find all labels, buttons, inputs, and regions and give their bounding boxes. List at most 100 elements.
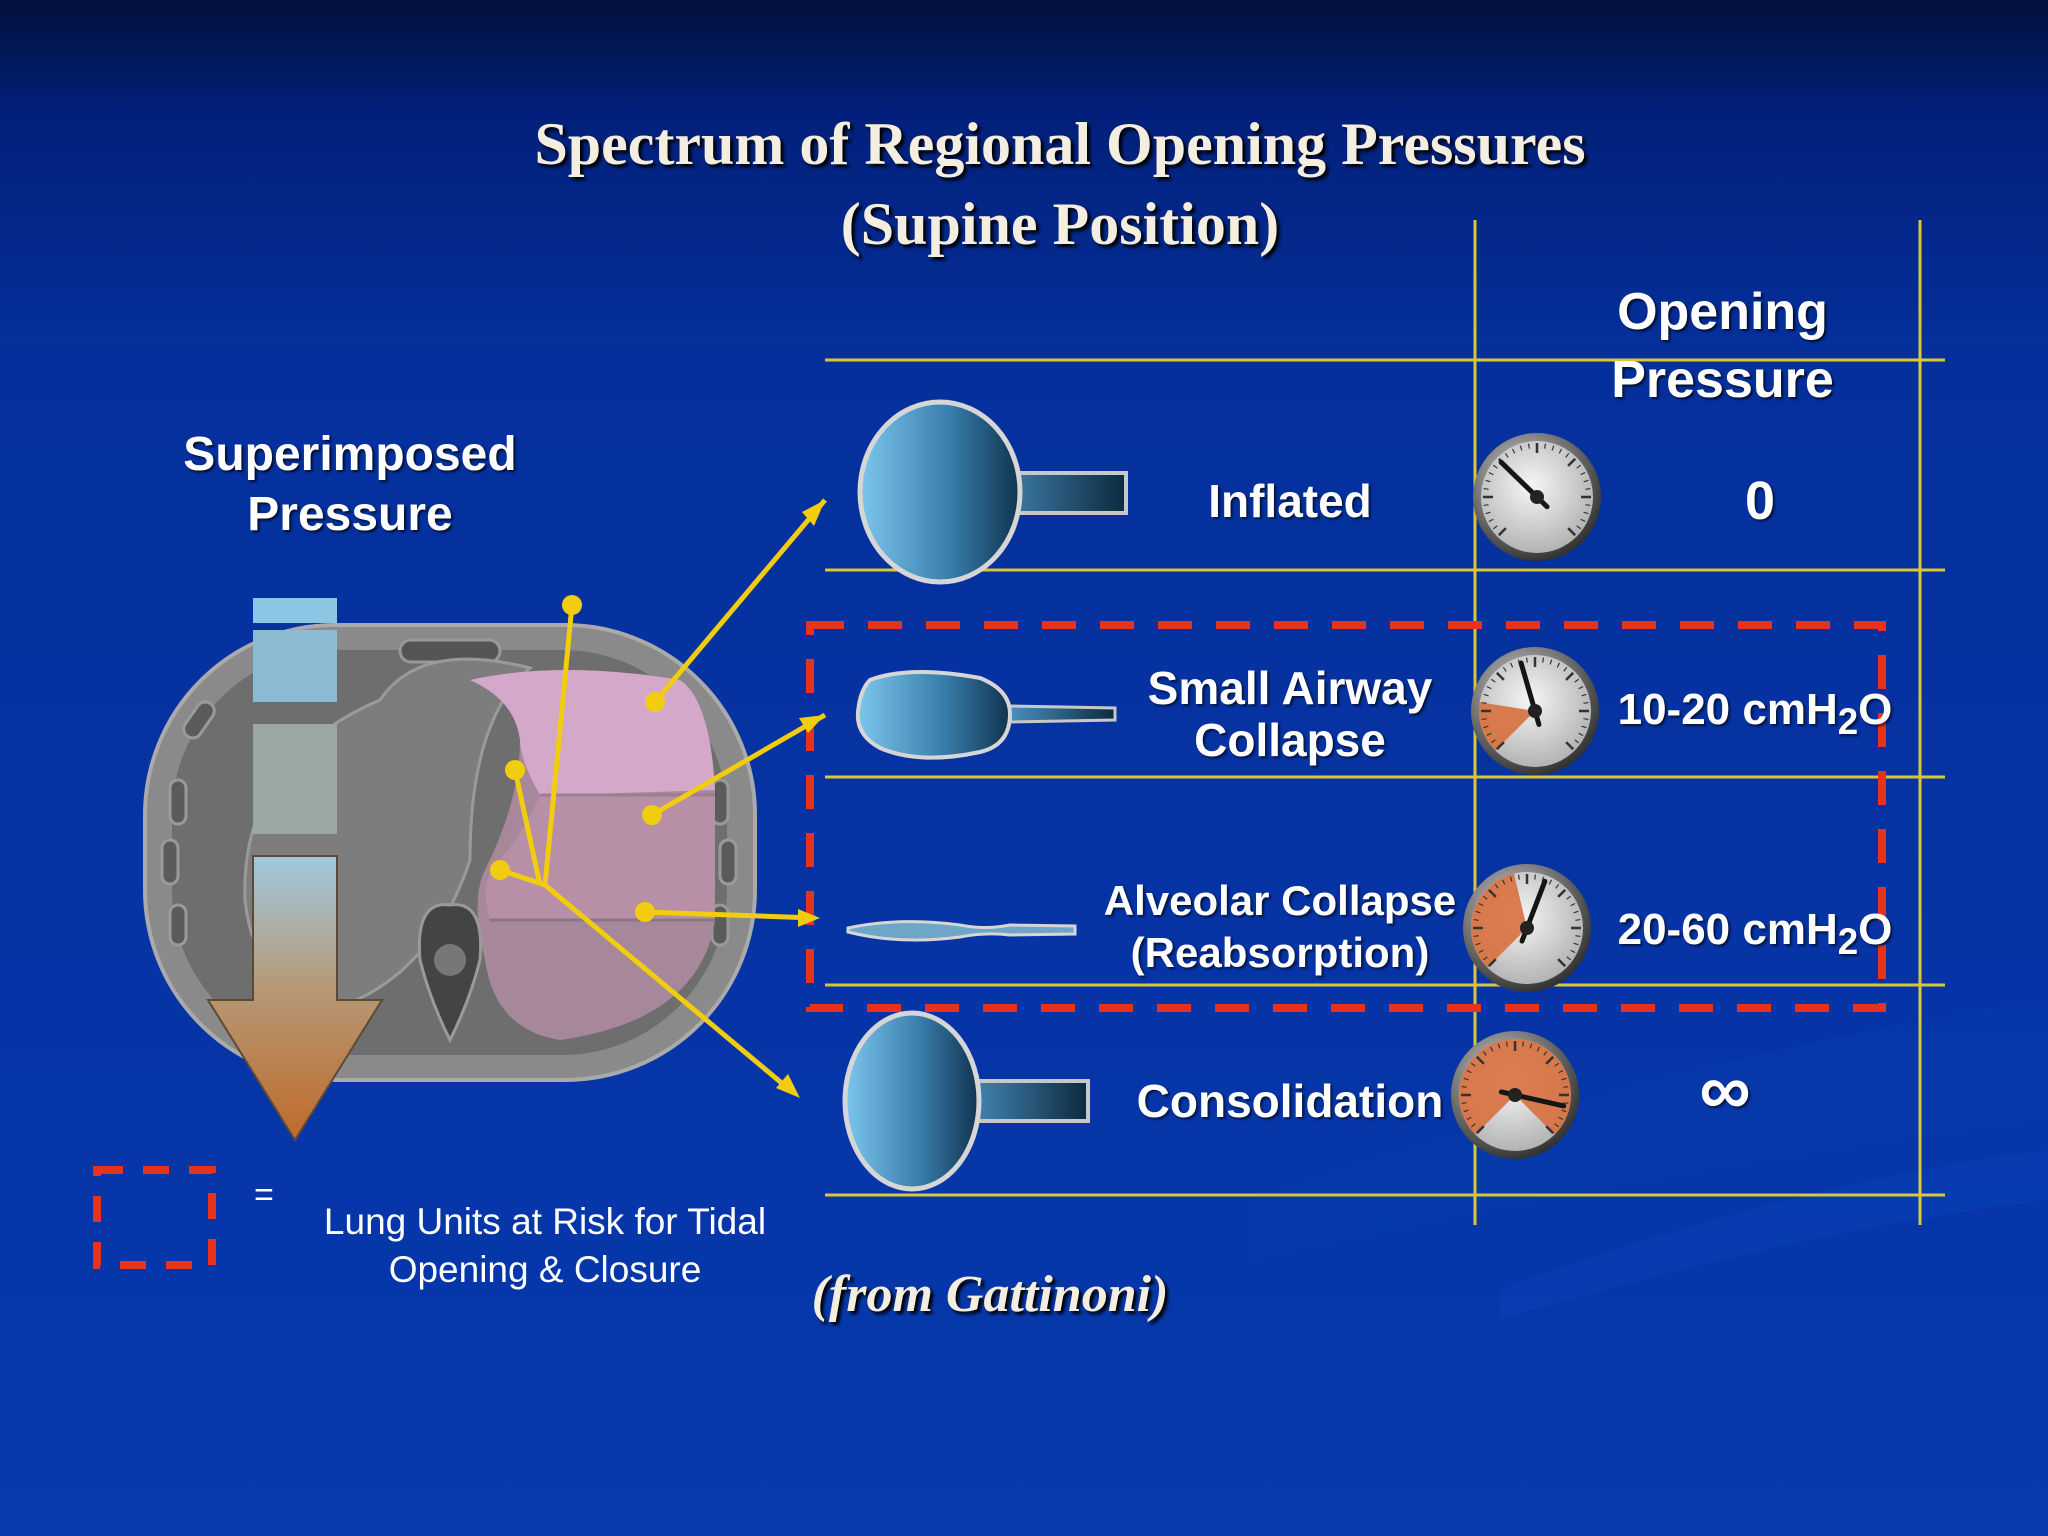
gauge-tick (1463, 1109, 1469, 1113)
gauge-tick (1534, 874, 1537, 880)
gauge-tick (1470, 1123, 1476, 1128)
gauge-tick (1554, 1062, 1560, 1067)
gauge-tick (1488, 518, 1494, 523)
gauge-tick (1475, 1125, 1485, 1135)
row-label-line1: Consolidation (1136, 1075, 1444, 1127)
gauge-tick (1566, 956, 1572, 961)
gauge-tick (1483, 693, 1489, 697)
gauge-tick (1481, 718, 1487, 721)
gauge-hub (1528, 704, 1542, 718)
gauge-tick (1473, 935, 1479, 938)
gauge-tick (1551, 445, 1555, 451)
superimposed-pressure-label: Superimposed Pressure (140, 425, 560, 545)
gauge-tick (1490, 739, 1496, 744)
gauge-tick (1461, 1085, 1467, 1088)
risk-box (806, 621, 1886, 1012)
gauge-tick (1578, 685, 1584, 690)
gauge-tick (1543, 1050, 1548, 1056)
gauge-tick (1576, 525, 1582, 530)
gauge-tick (1570, 902, 1576, 907)
pressure-gauge-small-airway (1471, 647, 1599, 775)
gauge-tick (1509, 662, 1514, 668)
gauge-tick (1580, 518, 1586, 523)
gauge-tick (1466, 1069, 1472, 1074)
gauge-tick (1558, 448, 1563, 454)
value-main: 20-60 cmH (1617, 905, 1838, 954)
gauge-tick (1478, 902, 1484, 907)
table-grid (825, 220, 1945, 1225)
pointer-dots (490, 500, 825, 1098)
gauge-tick (1561, 1077, 1567, 1081)
gauge-tick (1542, 657, 1545, 663)
gauge-tick (1485, 479, 1491, 483)
gauge-tick (1481, 701, 1487, 704)
gauge-tick (1509, 876, 1513, 882)
value-main: 10-20 cmH (1617, 685, 1838, 734)
gauge-tick (1519, 445, 1523, 451)
opening-pressure-value-alveolar: 20-60 cmH2O (1590, 905, 1920, 963)
gauge-tick (1461, 1102, 1467, 1105)
superimposed-label-line2: Pressure (247, 488, 453, 541)
gauge-tick (1573, 910, 1579, 914)
gauge-tick (1565, 452, 1570, 458)
gauge-tick (1485, 511, 1491, 515)
gauge-tick (1555, 883, 1560, 889)
gauge-tick (1473, 918, 1479, 921)
gauge-tick (1544, 443, 1547, 449)
gauge-tick (1495, 671, 1505, 681)
opening-pressure-header: Opening Pressure (1520, 278, 1925, 414)
row-label-line1: Small Airway (1147, 662, 1433, 714)
gauge-tick (1490, 678, 1496, 683)
gauge-hub (1530, 490, 1544, 504)
gauge-tick (1497, 1043, 1501, 1049)
gauge-tick (1536, 1046, 1541, 1052)
row-label-small-airway: Small Airway Collapse (1080, 662, 1500, 766)
gauge-tick (1463, 1077, 1469, 1081)
gauge-tick (1489, 1046, 1494, 1052)
gauge-tick (1561, 1109, 1567, 1113)
gauge-tick (1483, 725, 1489, 729)
alveolus-inflated (857, 399, 1128, 585)
gauge-tick (1566, 895, 1572, 900)
gauge-tick (1575, 935, 1581, 938)
gauge-tick (1556, 662, 1561, 668)
gauge-tick (1483, 487, 1489, 490)
source-credit: (from Gattinoni) (811, 1266, 1169, 1323)
slide-title-line2: (Supine Position) (840, 191, 1280, 257)
background-swoosh-2 (1500, 1150, 2048, 1320)
gauge-tick (1482, 1050, 1487, 1056)
gauge-tick (1495, 741, 1505, 751)
gauge-tick (1487, 958, 1497, 968)
row-label-line1: Inflated (1208, 475, 1372, 527)
gauge-tick (1501, 879, 1506, 885)
value-subscript: 2 (1837, 700, 1859, 742)
gauge-zone (1459, 1039, 1571, 1135)
gauge-tick (1576, 464, 1582, 469)
gauge-tick (1567, 457, 1577, 467)
gauge-tick (1581, 693, 1587, 697)
legend-risk-box (93, 1166, 216, 1269)
gauge-tick (1575, 918, 1581, 921)
gauge-tick (1475, 910, 1481, 914)
legend-text: Lung Units at Risk for Tidal Opening & C… (290, 1198, 800, 1294)
gauge-tick (1492, 525, 1498, 530)
gauge-tick (1487, 888, 1497, 898)
gauge-hub (1520, 921, 1534, 935)
gauge-tick (1557, 888, 1567, 898)
gauge-tick (1558, 1116, 1564, 1121)
gauge-tick (1545, 1125, 1555, 1135)
gauge-tick (1583, 479, 1589, 483)
header-line1: Opening (1617, 283, 1828, 341)
gauge-tick (1567, 527, 1577, 537)
gauge-tick (1482, 956, 1488, 961)
value-tail: O (1858, 905, 1893, 954)
gauge-tick (1483, 504, 1489, 507)
gauge-tick (1578, 732, 1584, 737)
pointer-lines (499, 498, 827, 1092)
gauge-tick (1573, 942, 1579, 946)
legend-text-line1: Lung Units at Risk for Tidal (323, 1201, 767, 1242)
row-label-consolidation: Consolidation (1105, 1075, 1475, 1127)
legend-equals: = (254, 1176, 274, 1214)
gauge-tick (1522, 1041, 1525, 1047)
header-line2: Pressure (1611, 351, 1834, 409)
